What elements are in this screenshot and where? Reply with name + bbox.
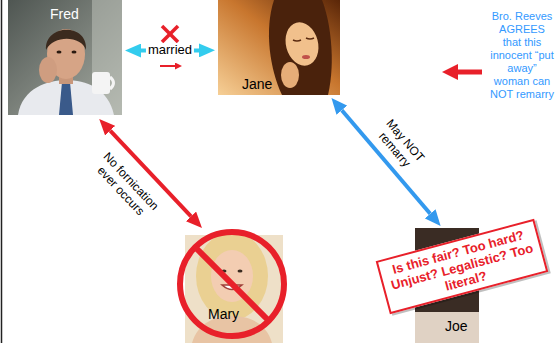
mary-photo: [180, 232, 284, 343]
edge-label: May NOT remarry: [370, 113, 430, 177]
face: [211, 250, 253, 302]
prohibition-circle: [180, 232, 284, 336]
person-name: Jane: [242, 76, 272, 92]
hand: [39, 57, 57, 83]
person-name: Fred: [50, 6, 79, 22]
eye: [293, 40, 301, 41]
hand: [281, 62, 299, 88]
photo-node: Mary: [172, 226, 292, 343]
face: [281, 19, 323, 70]
person-name: Joe: [445, 318, 468, 334]
tie: [59, 82, 73, 115]
coffee-mug: [92, 72, 110, 94]
jane-photo: [218, 0, 340, 95]
lips: [302, 55, 310, 59]
photo-node: Fred: [8, 0, 122, 115]
edge-label: married: [146, 43, 194, 57]
photo-ground: [8, 0, 122, 115]
hair: [269, 0, 332, 95]
eye: [238, 270, 243, 273]
page-border: [1, 0, 3, 343]
prohibition-slash: [195, 247, 269, 321]
small-arrow: [160, 65, 175, 67]
person-name: Mary: [208, 306, 239, 322]
photo-node: Jane: [218, 0, 340, 95]
eye: [306, 38, 314, 39]
eye: [72, 51, 77, 54]
note-text: Bro. Reeves AGREES that this innocent “p…: [489, 10, 555, 101]
pointer-arrow: [458, 70, 482, 75]
cross-mark: [162, 26, 178, 42]
photo-ground: [218, 0, 340, 95]
question-text: Is this fair? Too hard? Unjust? Legalist…: [385, 225, 540, 307]
cross-mark: [162, 26, 178, 42]
fred-photo: [8, 0, 122, 115]
connector-arrow: [342, 110, 430, 214]
eye: [57, 51, 62, 54]
hair: [46, 30, 86, 50]
edge-label: No fornication ever occurs: [84, 142, 167, 228]
mug-handle: [110, 77, 114, 89]
shirt: [415, 312, 479, 343]
